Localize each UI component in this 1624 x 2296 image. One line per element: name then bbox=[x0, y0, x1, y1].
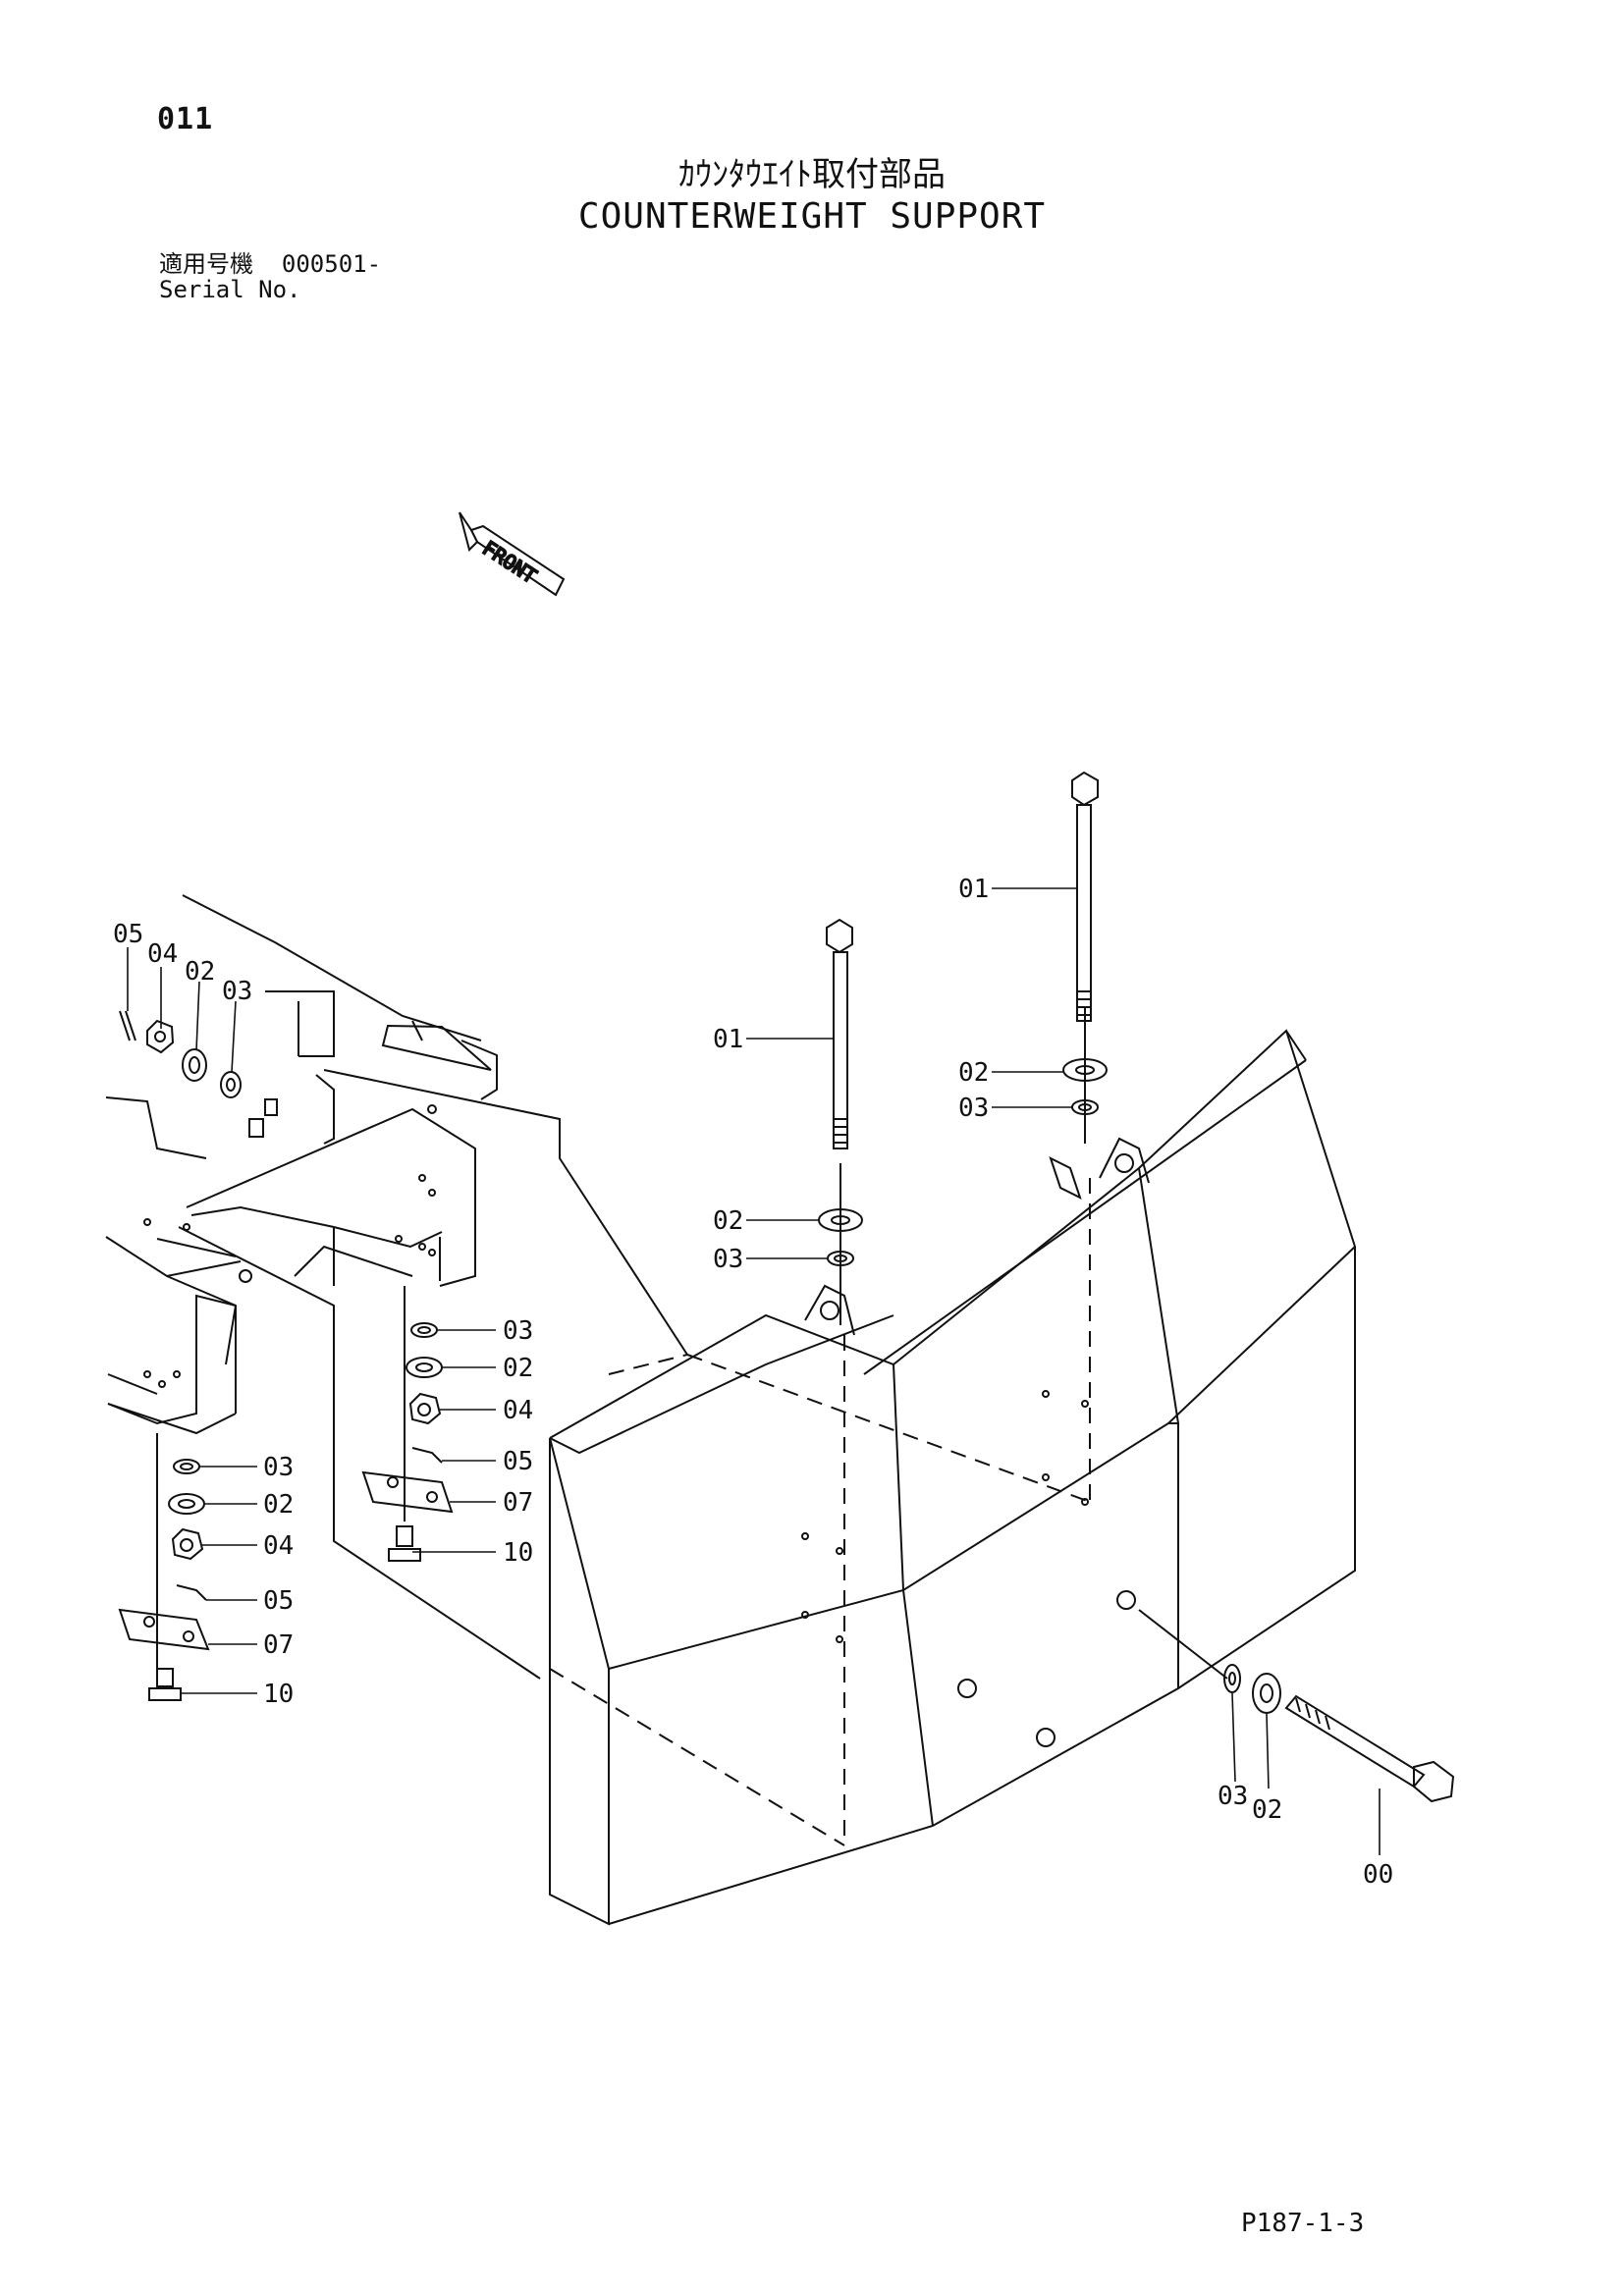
callout-topleft-02: 02 bbox=[185, 957, 215, 987]
callout-rightstack-04: 04 bbox=[503, 1396, 533, 1425]
callout-rightstack-02: 02 bbox=[503, 1354, 533, 1383]
left-stack-hardware bbox=[118, 1459, 210, 1701]
callout-bolt-right-03: 03 bbox=[958, 1094, 989, 1123]
topleft-hardware bbox=[119, 1010, 242, 1098]
callout-rightstack-03: 03 bbox=[503, 1316, 533, 1346]
serial-value: 000501- bbox=[281, 250, 382, 278]
callout-bolt-mid-03: 03 bbox=[713, 1245, 743, 1274]
callout-rightstack-05: 05 bbox=[503, 1447, 533, 1476]
callout-side-02: 02 bbox=[1252, 1795, 1282, 1825]
callout-topleft-04: 04 bbox=[147, 939, 178, 969]
callout-rightstack-10: 10 bbox=[503, 1538, 533, 1568]
hidden-lines bbox=[549, 1178, 1091, 1846]
page-number: 011 bbox=[157, 102, 214, 136]
callout-leftstack-07: 07 bbox=[263, 1630, 294, 1660]
callout-leftstack-02: 02 bbox=[263, 1490, 294, 1520]
title-english: COUNTERWEIGHT SUPPORT bbox=[577, 196, 1047, 237]
callout-labels: 01 02 03 01 02 03 05 04 02 03 03 02 04 0… bbox=[113, 875, 1393, 1890]
lifting-lugs bbox=[804, 1137, 1150, 1336]
callout-topleft-03: 03 bbox=[222, 977, 252, 1006]
serial-block: 適用号機 000501- Serial No. bbox=[159, 251, 381, 302]
callout-bolt-right-02: 02 bbox=[958, 1058, 989, 1088]
callout-leftstack-04: 04 bbox=[263, 1531, 294, 1561]
callout-topleft-05: 05 bbox=[113, 920, 143, 949]
title-japanese: ｶｳﾝﾀｳｴｲﾄ取付部品 bbox=[678, 155, 946, 194]
front-arrow: FRONT bbox=[459, 511, 566, 597]
callout-leaders bbox=[127, 887, 1380, 1855]
serial-label-en: Serial No. bbox=[159, 276, 301, 303]
callout-bolt-mid-02: 02 bbox=[713, 1206, 743, 1236]
callout-leftstack-03: 03 bbox=[263, 1453, 294, 1482]
callout-leftstack-10: 10 bbox=[263, 1680, 294, 1709]
bolt-right bbox=[1062, 771, 1108, 1115]
serial-label-ja: 適用号機 bbox=[159, 250, 253, 278]
callout-rightstack-07: 07 bbox=[503, 1488, 533, 1518]
frame-structure bbox=[105, 894, 498, 1435]
callout-bolt-right-01: 01 bbox=[958, 875, 989, 904]
side-bolt-hardware bbox=[1223, 1664, 1455, 1803]
page-code: P187-1-3 bbox=[1241, 2209, 1365, 2238]
callout-bolt-mid-01: 01 bbox=[713, 1025, 743, 1054]
callout-leftstack-05: 05 bbox=[263, 1586, 294, 1616]
callout-side-00: 00 bbox=[1363, 1860, 1393, 1890]
counterweight-body bbox=[549, 1029, 1356, 1926]
right-stack-hardware bbox=[361, 1322, 454, 1562]
callout-side-03: 03 bbox=[1218, 1782, 1248, 1811]
counterweight-holes bbox=[801, 1390, 1136, 1747]
